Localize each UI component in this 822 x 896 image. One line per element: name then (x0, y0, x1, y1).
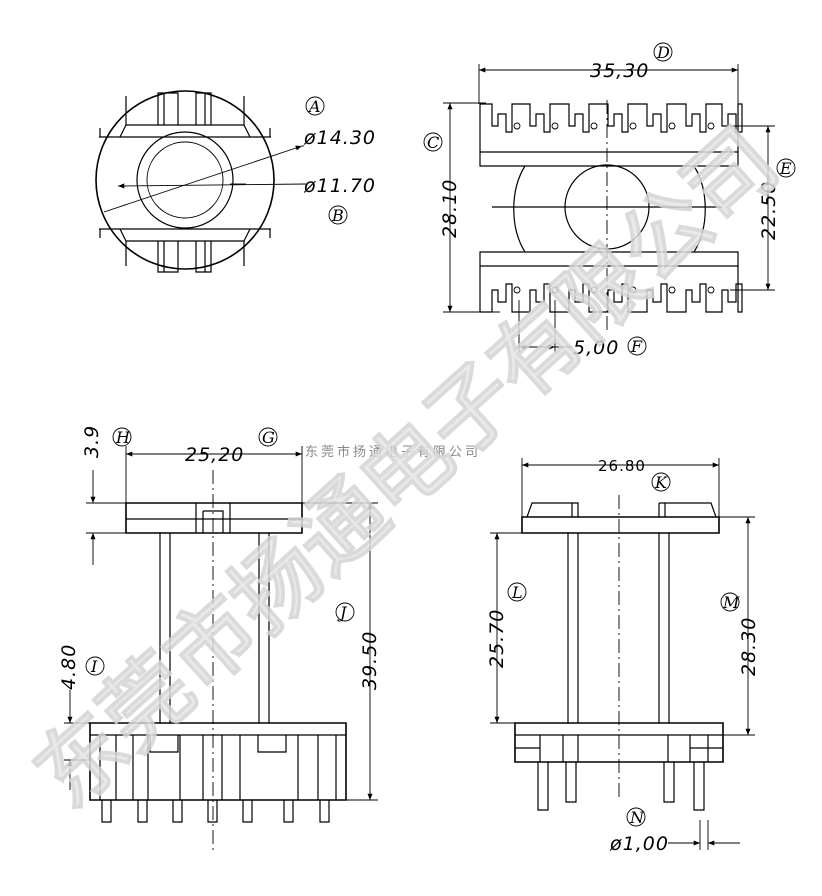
pin-hole (707, 286, 715, 294)
front-view (64, 446, 378, 850)
callout-J: J (335, 602, 355, 622)
svg-text:D: D (656, 43, 670, 62)
pin-hole (551, 286, 559, 294)
callout-M: M (720, 592, 740, 612)
pin (172, 800, 183, 823)
company-name: 东莞市扬通电子有限公司 (305, 444, 481, 460)
callout-C: C (423, 132, 443, 152)
pin-hole (629, 122, 637, 130)
svg-text:F: F (630, 337, 643, 356)
callout-D: D (653, 42, 673, 62)
callout-I: I (85, 656, 105, 676)
dim-N-value: ø1,00 (609, 833, 669, 855)
pin (207, 800, 218, 823)
svg-text:B: B (331, 206, 344, 225)
svg-text:H: H (115, 428, 131, 447)
svg-text:A: A (307, 97, 321, 116)
dim-C-value: 28.10 (439, 179, 461, 238)
svg-text:L: L (511, 583, 523, 602)
pin (101, 800, 112, 823)
svg-text:G: G (262, 428, 275, 447)
dim-D-value: 35,30 (590, 60, 649, 82)
callout-A: A (305, 96, 325, 116)
callout-H: H (112, 427, 132, 447)
dim-B-value: ø11.70 (303, 175, 376, 197)
pin-hole (513, 286, 521, 294)
svg-text:C: C (427, 133, 439, 152)
dim-L-value: 25.70 (486, 609, 508, 668)
callout-F: F (627, 336, 647, 356)
callout-N: N (626, 807, 646, 827)
dim-E-value: 22.50 (758, 181, 780, 240)
dim-M-value: 28.30 (738, 617, 760, 676)
callout-G: G (258, 427, 278, 447)
pin (242, 800, 253, 823)
dim-A-value: ø14.30 (303, 127, 376, 149)
side-view (490, 458, 755, 850)
pin (283, 800, 294, 823)
callout-E: E (776, 158, 796, 178)
pin-hole (513, 122, 521, 130)
pin-hole (590, 122, 598, 130)
pin-hole (551, 122, 559, 130)
top-view-bobbin (443, 64, 775, 352)
dim-I-value: 4.80 (58, 644, 80, 690)
pin-hole (668, 286, 676, 294)
pin-hole (590, 286, 598, 294)
svg-text:I: I (90, 657, 98, 676)
top-view-round (95, 90, 307, 273)
svg-text:M: M (722, 593, 740, 612)
dim-H-value: 3.9 (81, 425, 103, 458)
pin-hole (668, 122, 676, 130)
pin-hole (629, 286, 637, 294)
pin (319, 800, 330, 823)
pin (137, 800, 148, 823)
svg-text:N: N (629, 808, 645, 827)
callout-L: L (507, 582, 527, 602)
dim-J-value: 39.50 (359, 631, 381, 690)
dim-F-value: 5,00 (573, 337, 619, 359)
dim-K-value: 26.80 (598, 457, 646, 475)
svg-text:E: E (779, 159, 792, 178)
pin-hole (707, 122, 715, 130)
callout-K: K (651, 472, 671, 492)
dim-G-value: 25,20 (185, 444, 244, 466)
svg-text:J: J (337, 603, 348, 622)
watermark: 东莞市扬通电子有限公司 (15, 109, 797, 828)
callout-B: B (328, 205, 348, 225)
svg-text:K: K (654, 473, 668, 492)
